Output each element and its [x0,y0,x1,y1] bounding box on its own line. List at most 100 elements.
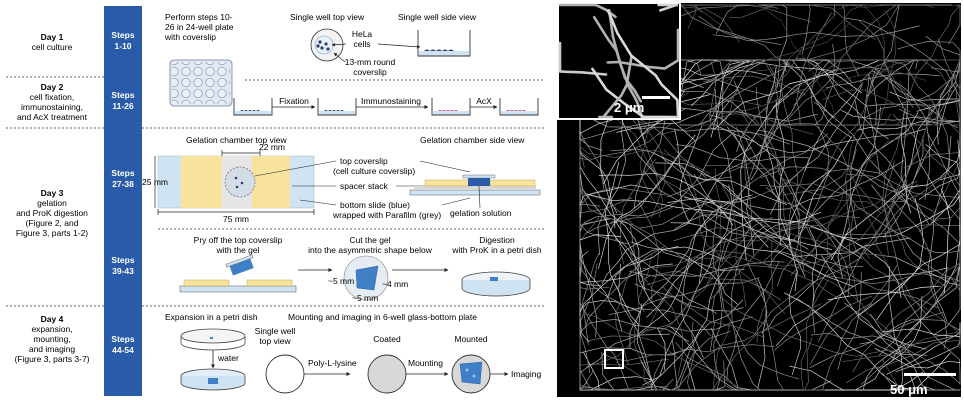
fiber-strand [748,4,880,73]
fiber-strand [579,168,598,338]
fiber-strand [579,117,643,279]
fiber-strand [629,252,684,376]
bottom-slide-side [409,189,541,196]
fiber-strand [804,82,864,172]
fiber-strand [871,184,961,289]
fiber-strand [758,4,811,55]
main-scale-label: 50 μm [890,382,928,397]
fiber-strand [763,158,810,262]
fiber-strand [732,59,841,207]
fiber-strand [760,166,961,199]
fiber-strand [892,200,948,350]
steps-label: Steps [111,255,134,265]
fiber-strand [690,4,704,13]
fiber-strand [736,60,789,152]
fiber-strand [897,41,961,72]
coated-label: Coated [373,334,401,344]
day3-gelation-panel: Gelation chamber top view Gelation chamb… [142,135,541,224]
gelation-solution-block [468,178,490,186]
fiber-strand [773,295,872,351]
top-view-label: Single well top view [290,12,365,22]
fiber-strand [667,198,833,250]
dim-75-label: 75 mm [223,214,249,224]
well-stage-icon [431,98,471,116]
fiber-strand [707,215,861,302]
fiber-strand [810,332,961,384]
microtubule-fibers [579,4,961,391]
fiber-strand [717,133,829,219]
day4-title: Day 4 [41,314,64,324]
coated-well-icon [367,354,407,394]
fiber-strand [713,69,838,131]
fiber-strand [603,344,775,362]
main-scale-bar [904,373,956,376]
side-view-label: Single well side view [398,12,477,22]
fiber-strand [558,41,608,76]
fiber-strand [768,64,805,272]
fiber-strand [859,59,928,83]
fiber-strand [817,295,923,391]
fiber-strand [846,173,934,212]
fiber-strand [927,135,952,323]
chamber-top-label: Gelation chamber top view [186,135,287,145]
fiber-strand [659,168,721,333]
steps-label: Steps [111,334,134,344]
fiber-strand [814,124,882,215]
fiber-strand [619,158,657,264]
fiber-strand [579,184,654,219]
fiber-strand [558,3,617,19]
digestion-label: Digestion [479,235,515,245]
fiber-strand [888,266,904,391]
cut-label: into the asymmetric shape below [308,245,433,255]
fiber-strand [702,75,806,96]
fiber-strand [809,264,898,365]
fiber-strand [586,193,822,225]
fiber-strand [775,99,785,246]
dim-4-label: ~4 mm [382,279,408,289]
fiber-strand [854,100,929,225]
petri-dish-icon [180,328,246,344]
fiber-strand [941,188,951,294]
fiber-strand [631,241,738,305]
fiber-strand [842,326,961,362]
steps-label: Steps [111,30,134,40]
fiber-strand [849,69,876,229]
asymmetric-gel-shape [355,265,379,291]
fiber-strand [848,203,859,302]
fiber-strand [798,106,881,229]
fiber-strand [676,144,810,161]
fiber-strand [724,22,852,82]
fiber-strand [618,263,653,391]
well-stage-icon [317,98,357,116]
day4-panel: Expansion in a petri dish Mounting and i… [165,312,542,394]
imaging-label: Imaging [511,369,542,379]
fiber-strand [733,134,755,256]
single-well-empty-icon [265,354,305,394]
fiber-strand [579,243,623,332]
fiber-strand [715,4,751,34]
fiber-strand [813,101,959,243]
fiber-strand [953,76,961,126]
fiber-strand [790,224,961,276]
spacer-label: spacer stack [340,181,388,191]
fiber-strand [616,59,783,133]
fiber-strand [673,227,847,277]
fiber-strand [638,196,757,229]
fiber-strand [874,348,961,369]
cut-label: Cut the gel [349,235,390,245]
steps-range: 1-10 [114,41,131,51]
pry-label: Pry off the top coverslip [194,235,283,245]
fiber-strand [813,128,926,150]
hela-label: cells [353,39,370,49]
fiber-strand [579,144,693,264]
fiber-strand [705,164,798,170]
single-well-side-icon [417,30,471,57]
fiber-strand [830,133,961,261]
fiber-strand [796,12,832,126]
fiber-strand [637,200,659,301]
fiber-strand [789,203,907,300]
fiber-strand [808,228,818,310]
fiber-strand [601,147,752,285]
day2-desc-line: immunostaining, [21,102,83,112]
